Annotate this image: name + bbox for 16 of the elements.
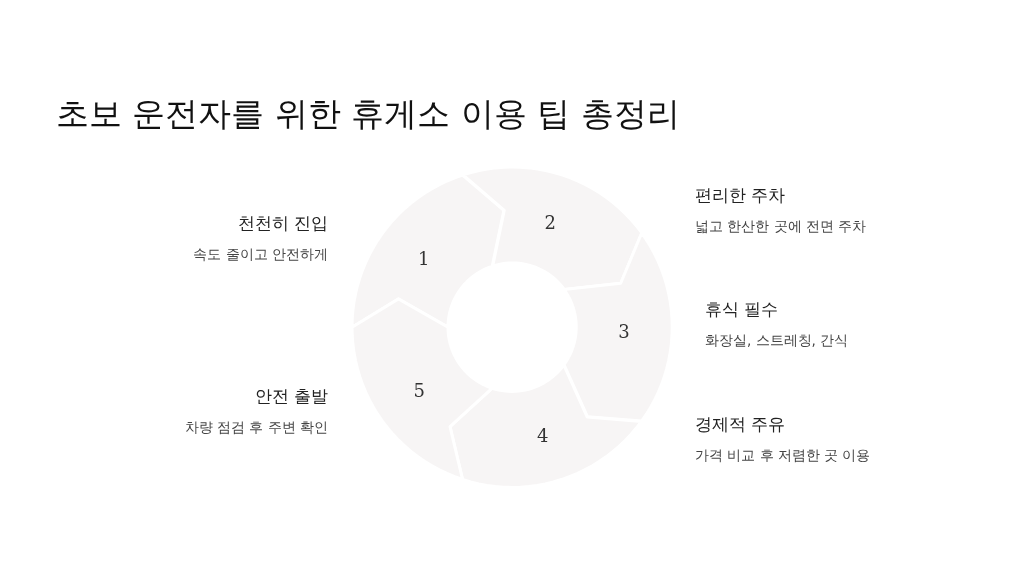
step-heading: 편리한 주차 [695,184,786,207]
step-heading: 천천히 진입 [237,212,328,235]
step-number: 3 [618,320,630,342]
step-description: 차량 점검 후 주변 확인 [184,419,328,437]
step-heading: 경제적 주유 [695,413,786,436]
step-number: 2 [544,211,556,233]
title: 초보 운전자를 위한 휴게소 이용 팁 총정리 [56,93,680,135]
step-description: 화장실, 스트레칭, 간식 [705,332,849,350]
step-number: 5 [413,379,425,401]
step-number: 4 [537,424,549,446]
step-number: 1 [418,247,430,269]
step-description: 가격 비교 후 저렴한 곳 이용 [695,447,871,465]
step-description: 넓고 한산한 곳에 전면 주차 [695,218,867,236]
step-heading: 안전 출발 [254,385,328,408]
step-description: 속도 줄이고 안전하게 [193,246,328,264]
step-heading: 휴식 필수 [705,298,779,321]
